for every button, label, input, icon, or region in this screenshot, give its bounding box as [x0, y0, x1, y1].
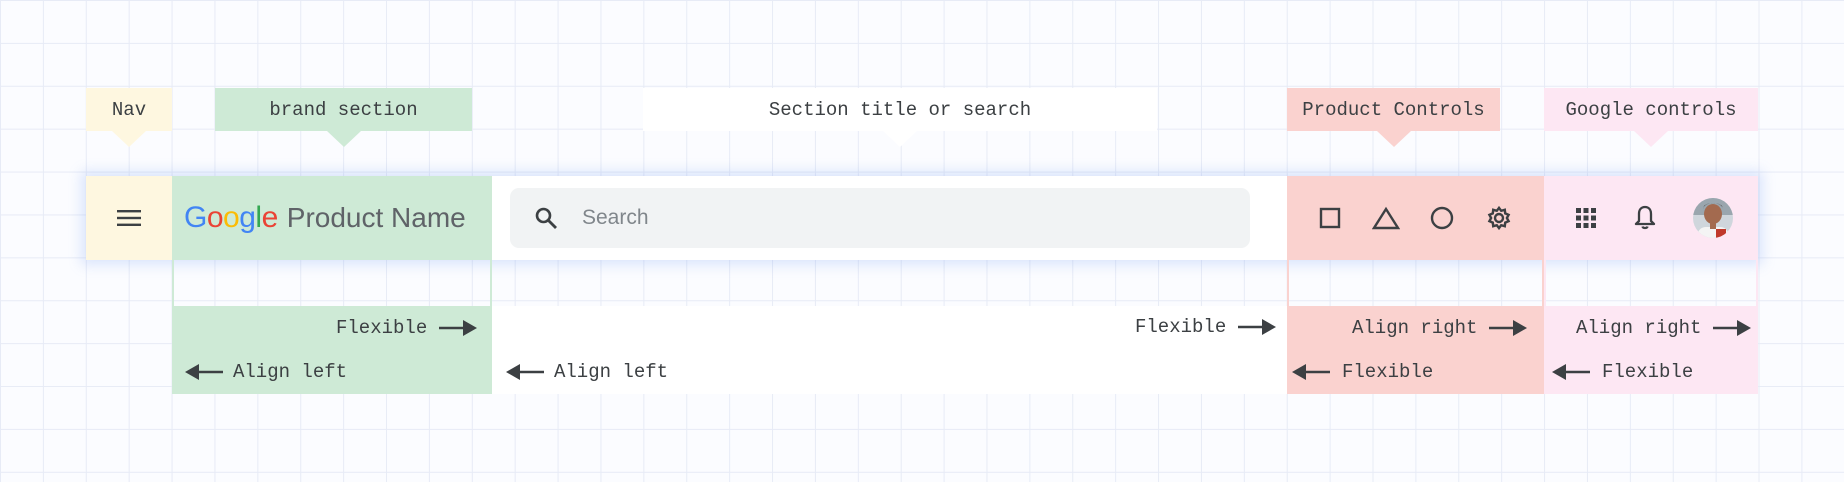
brand-flexible-text: Flexible: [336, 317, 428, 339]
google-controls-callout-label: Google controls: [1565, 98, 1737, 121]
arrow-left-icon: [1292, 363, 1330, 381]
section-title-area: Search: [492, 176, 1287, 260]
brand-flexible-note: Flexible: [336, 313, 478, 343]
nav-section: [86, 176, 172, 260]
bell-icon[interactable]: [1633, 205, 1657, 231]
section-guide: [492, 260, 1287, 394]
brand-section[interactable]: Google Product Name: [172, 176, 492, 260]
callout-pointer: [1376, 131, 1411, 147]
nav-callout-label: Nav: [111, 98, 147, 121]
brand-callout: brand section: [215, 88, 472, 147]
circle-icon[interactable]: [1429, 205, 1455, 231]
brand-guide: [172, 260, 492, 394]
google-align-right-note: Align right: [1576, 313, 1752, 343]
square-icon[interactable]: [1318, 206, 1342, 230]
product-controls-callout: Product Controls: [1287, 88, 1500, 147]
avatar[interactable]: [1692, 197, 1734, 239]
google-controls-callout: Google controls: [1544, 88, 1758, 147]
arrow-left-icon: [506, 363, 544, 381]
triangle-icon[interactable]: [1371, 206, 1400, 230]
callout-pointer: [883, 131, 917, 147]
product-name: Product Name: [286, 202, 466, 233]
arrow-right-icon: [1238, 318, 1277, 336]
search-input[interactable]: Search: [582, 206, 649, 229]
brand-align-left-text: Align left: [233, 361, 348, 383]
product-flexible-note: Flexible: [1292, 357, 1433, 387]
apps-icon[interactable]: [1574, 206, 1598, 230]
section-flexible-text: Flexible: [1135, 316, 1227, 338]
brand-callout-label: brand section: [269, 98, 418, 121]
callout-pointer: [326, 131, 361, 147]
google-flexible-note: Flexible: [1552, 357, 1693, 387]
arrow-right-icon: [1713, 319, 1752, 337]
product-controls: [1287, 176, 1544, 260]
settings-icon[interactable]: [1485, 204, 1513, 232]
google-align-right-text: Align right: [1576, 317, 1702, 339]
arrow-right-icon: [1489, 319, 1528, 337]
menu-icon[interactable]: [116, 208, 142, 228]
search-icon[interactable]: [534, 206, 558, 230]
arrow-left-icon: [1552, 363, 1590, 381]
section-callout-label: Section title or search: [768, 98, 1032, 121]
brand-align-left-note: Align left: [185, 357, 347, 387]
callout-pointer: [1634, 131, 1668, 147]
product-controls-callout-label: Product Controls: [1302, 98, 1485, 121]
arrow-left-icon: [185, 363, 223, 381]
section-callout: Section title or search: [643, 88, 1157, 147]
product-align-right-text: Align right: [1352, 317, 1478, 339]
google-logo: Google: [184, 201, 278, 234]
section-align-left-text: Align left: [554, 361, 669, 383]
callout-pointer: [112, 131, 146, 147]
google-controls: [1544, 176, 1758, 260]
nav-callout: Nav: [86, 88, 172, 147]
section-align-left-note: Align left: [506, 357, 668, 387]
google-flexible-text: Flexible: [1602, 361, 1694, 383]
section-flexible-note: Flexible: [1135, 312, 1277, 342]
product-flexible-text: Flexible: [1342, 361, 1434, 383]
product-align-right-note: Align right: [1352, 313, 1528, 343]
search-bar[interactable]: Search: [510, 188, 1250, 248]
arrow-right-icon: [439, 319, 478, 337]
